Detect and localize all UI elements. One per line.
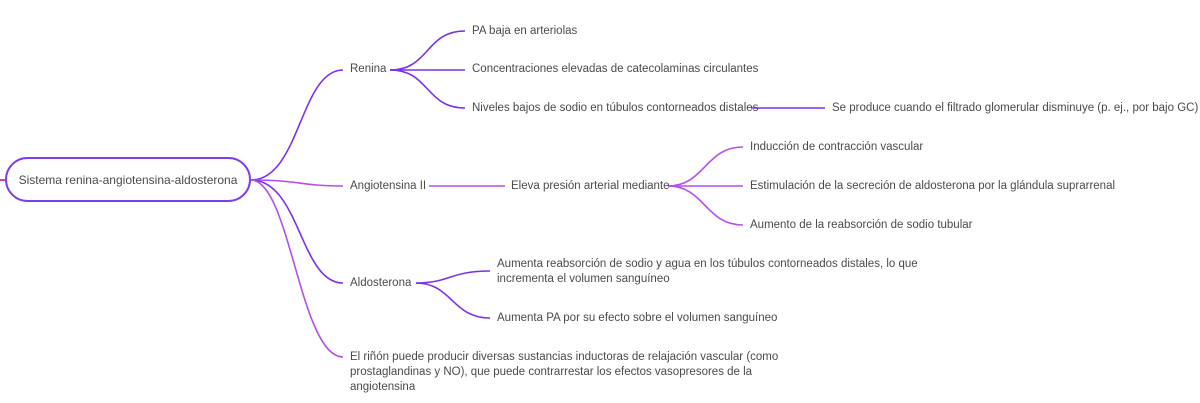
- node-catecolaminas[interactable]: Concentraciones elevadas de catecolamina…: [472, 63, 759, 75]
- node-rinon-line1: El riñón puede producir diversas sustanc…: [350, 351, 779, 363]
- node-induccion-contraccion[interactable]: Inducción de contracción vascular: [750, 141, 924, 153]
- link-root-rinon: [250, 179, 344, 358]
- link-aldosterona-pa: [415, 282, 491, 319]
- node-pa-baja-arteriolas[interactable]: PA baja en arteriolas: [472, 25, 578, 37]
- link-root-aldosterona: [250, 179, 344, 284]
- node-angiotensina-ii[interactable]: Angiotensina II: [350, 180, 427, 192]
- root-node[interactable]: Sistema renina-angiotensina-aldosterona: [5, 157, 251, 202]
- link-renina-pa: [389, 30, 466, 71]
- node-sodio-tubulos[interactable]: Niveles bajos de sodio en túbulos contor…: [472, 102, 759, 114]
- node-rinon-line2: prostaglandinas y NO), que puede contrar…: [350, 366, 753, 393]
- node-aumenta-pa-volumen[interactable]: Aumenta PA por su efecto sobre el volume…: [497, 312, 778, 324]
- node-aldosterona[interactable]: Aldosterona: [350, 277, 412, 289]
- link-renina-sodio: [389, 69, 466, 109]
- root-node-label: Sistema renina-angiotensina-aldosterona: [18, 172, 238, 187]
- node-aumenta-reabsorcion-line1: Aumenta reabsorción de sodio y agua en l…: [497, 258, 918, 270]
- node-filtrado-glomerular[interactable]: Se produce cuando el filtrado glomerular…: [832, 102, 1199, 114]
- node-rinon-relajacion[interactable]: El riñón puede producir diversas sustanc…: [350, 350, 820, 395]
- node-aumenta-reabsorcion-line2: incrementa el volumen sanguíneo: [497, 273, 670, 285]
- link-root-angiotensina: [250, 179, 344, 187]
- link-eleva-aumento: [667, 185, 744, 226]
- node-reabsorcion-sodio-tubular[interactable]: Aumento de la reabsorción de sodio tubul…: [750, 219, 973, 231]
- link-aldosterona-reabsorcion: [415, 270, 491, 284]
- link-eleva-induccion: [667, 146, 744, 187]
- link-root-renina: [250, 69, 344, 181]
- node-renina[interactable]: Renina: [350, 63, 387, 75]
- node-aumenta-reabsorcion[interactable]: Aumenta reabsorción de sodio y agua en l…: [497, 257, 937, 287]
- node-estimulacion-aldosterona[interactable]: Estimulación de la secreción de aldoster…: [750, 180, 1116, 192]
- node-eleva-presion[interactable]: Eleva presión arterial mediante: [511, 180, 670, 192]
